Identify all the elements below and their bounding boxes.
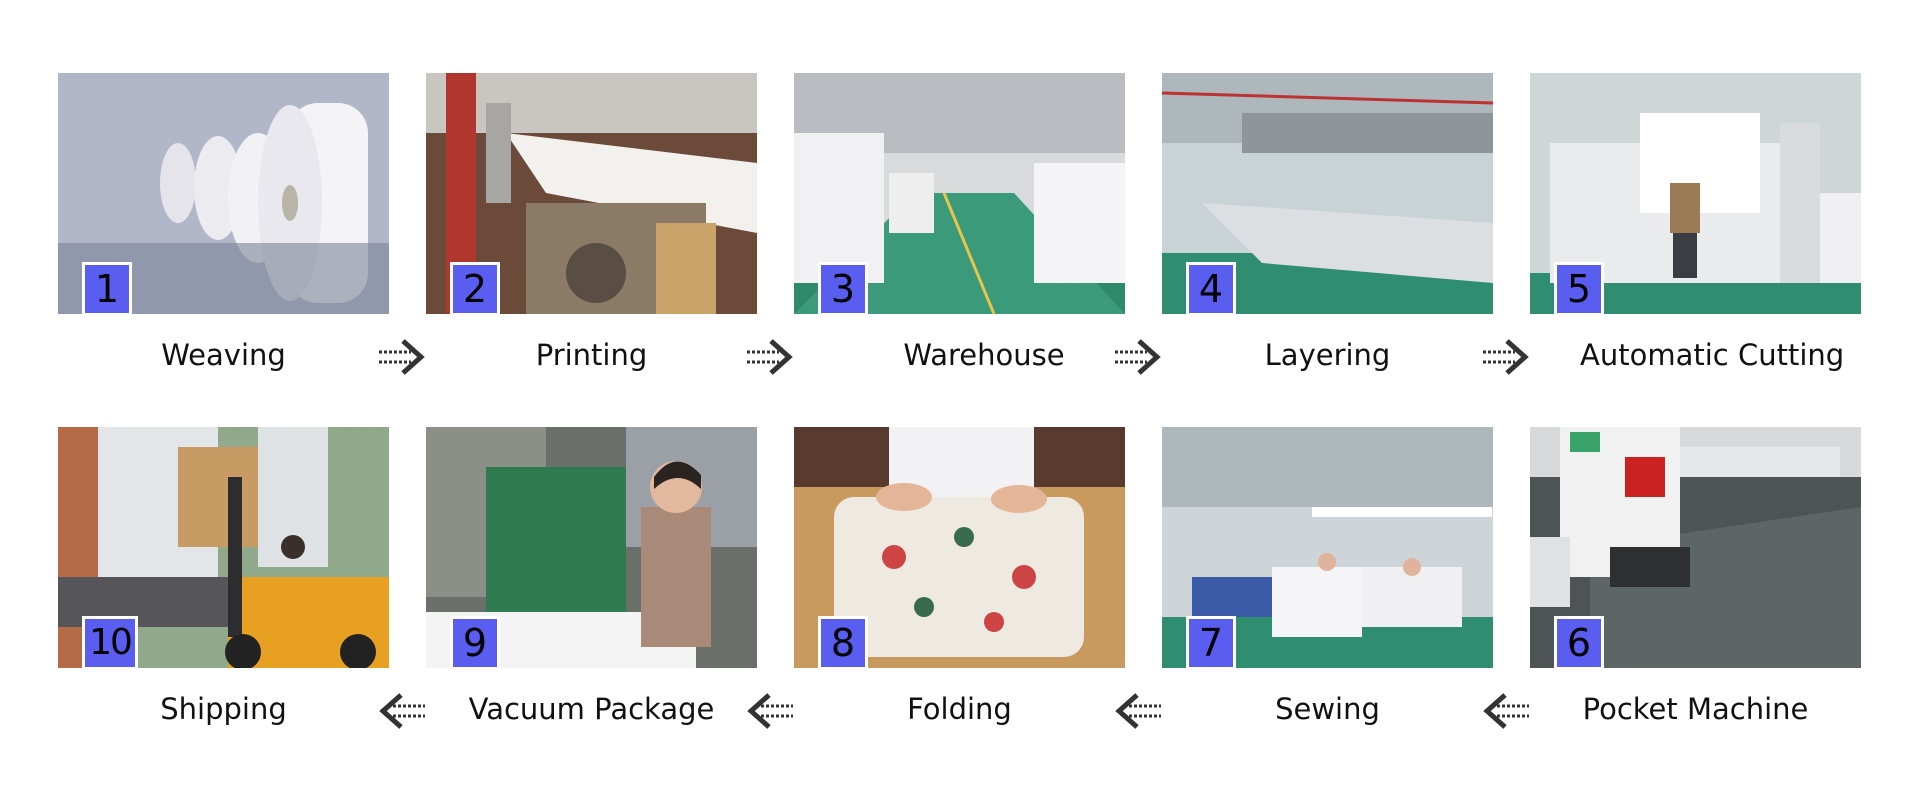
arrow-right-icon [379,339,425,375]
vacuum-sealing-image [426,427,757,668]
arrow-left-icon [747,693,793,729]
arrow-left-icon [1483,693,1529,729]
step-9: 9 [426,427,757,668]
step-number-badge: 8 [818,616,868,668]
vacuum-package-photo: 9 [426,427,757,668]
step-3: 3 [794,73,1125,314]
weaving-photo: 1 [58,73,389,314]
step-label: Vacuum Package [468,692,715,726]
folding-photo: 8 [794,427,1125,668]
step-number-badge: 9 [450,616,500,668]
sewing-workshop-image [1162,427,1493,668]
step-number-badge: 7 [1186,616,1236,668]
step-7: 7 [1162,427,1493,668]
step-number-badge: 5 [1554,262,1604,314]
step-label: Pocket Machine [1582,692,1809,726]
step-number-badge: 10 [82,616,138,668]
step-label: Sewing [1275,692,1380,726]
step-number-badge: 1 [82,262,132,314]
step-number-badge: 2 [450,262,500,314]
layering-table-image [1162,73,1493,314]
step-4: 4 [1162,73,1493,314]
arrow-left-icon [379,693,425,729]
pocket-machine-photo: 6 [1530,427,1861,668]
arrow-right-icon [1483,339,1529,375]
step-2: 2 [426,73,757,314]
arrow-right-icon [1115,339,1161,375]
step-label: Weaving [161,338,286,372]
printing-photo: 2 [426,73,757,314]
step-number-badge: 3 [818,262,868,314]
step-1: 1 [58,73,389,314]
step-8: 8 [794,427,1125,668]
sewing-photo: 7 [1162,427,1493,668]
step-label: Layering [1264,338,1391,372]
step-number-badge: 6 [1554,616,1604,668]
folded-blanket-image [794,427,1125,668]
step-5: 5 [1530,73,1861,314]
step-label: Shipping [160,692,287,726]
shipping-photo: 10 [58,427,389,668]
step-label: Printing [535,338,648,372]
automatic-cutting-photo: 5 [1530,73,1861,314]
step-number-badge: 4 [1186,262,1236,314]
step-10: 10 [58,427,389,668]
step-label: Automatic Cutting [1580,338,1845,372]
arrow-left-icon [1115,693,1161,729]
yarn-spools-image [58,73,389,314]
warehouse-photo: 3 [794,73,1125,314]
step-label: Folding [907,692,1012,726]
printing-machine-image [426,73,757,314]
cutting-machine-image [1530,73,1861,314]
arrow-right-icon [747,339,793,375]
step-6: 6 [1530,427,1861,668]
layering-photo: 4 [1162,73,1493,314]
step-label: Warehouse [903,338,1065,372]
